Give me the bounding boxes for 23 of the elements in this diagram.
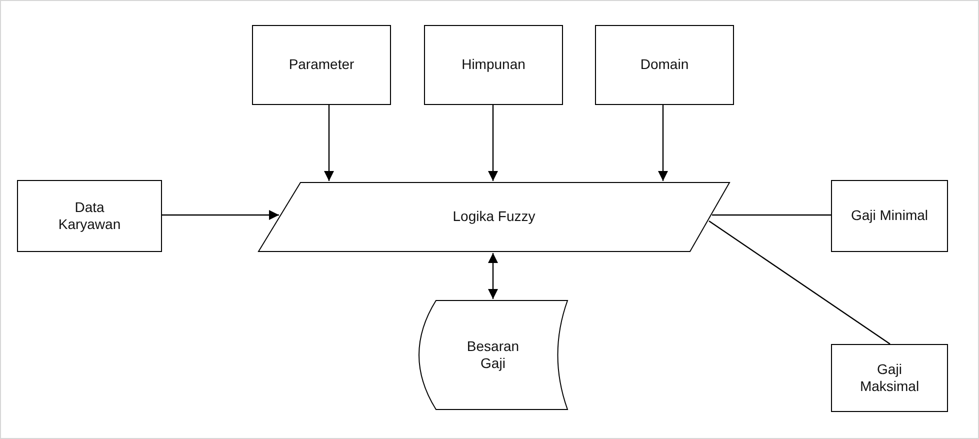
node-label: Himpunan [462, 56, 526, 74]
node-label: Gaji Maksimal [858, 360, 920, 396]
node-label: Parameter [288, 56, 354, 74]
process-box [595, 25, 734, 105]
process-box [252, 25, 391, 105]
node-label: Besaran Gaji [466, 338, 520, 372]
connector-line [708, 220, 890, 344]
stored-data-shape [418, 300, 568, 410]
node-label: Gaji Minimal [850, 207, 928, 225]
process-box [831, 344, 948, 412]
process-box [424, 25, 563, 105]
arrow [488, 253, 498, 299]
process-parallelogram [258, 182, 730, 252]
node-label: Data Karyawan [57, 198, 122, 234]
process-box [831, 180, 948, 252]
arrow [324, 105, 334, 181]
arrow [658, 105, 668, 181]
node-label: Logika Fuzzy [452, 208, 536, 226]
arrow [488, 105, 498, 181]
arrow [162, 210, 279, 220]
node-label: Domain [640, 56, 689, 74]
process-box [17, 180, 162, 252]
connector-line [712, 214, 831, 216]
